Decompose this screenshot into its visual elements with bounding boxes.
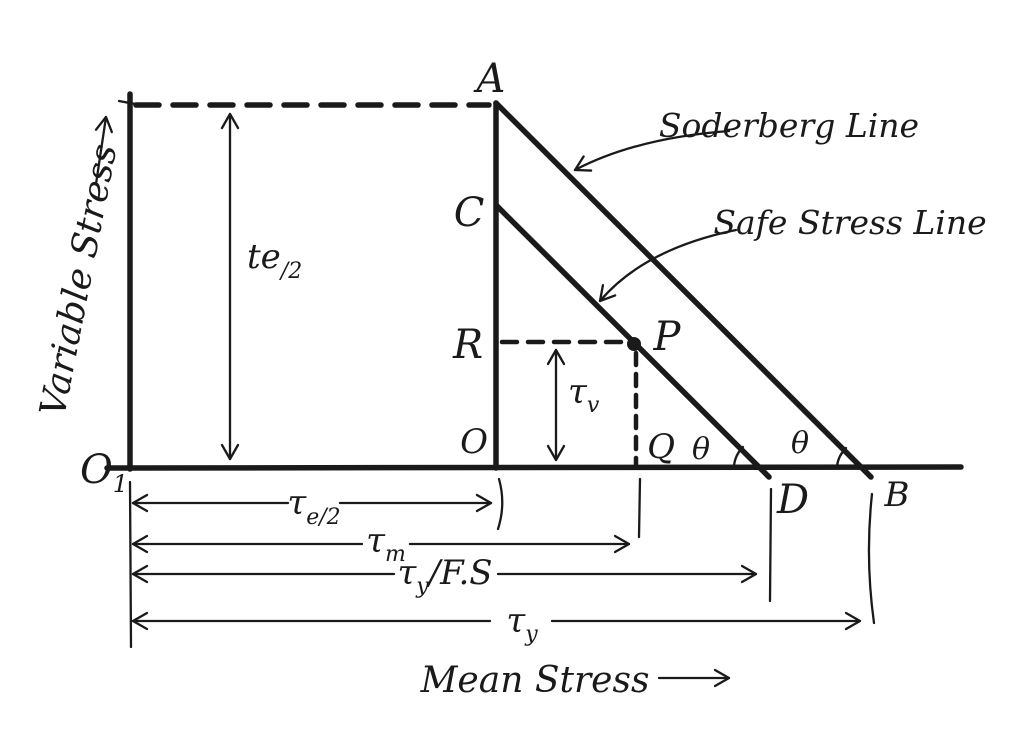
- safe-stress-label-arrow: [598, 228, 738, 303]
- angle-arcs: [732, 445, 848, 468]
- extension-lines: [128, 477, 876, 649]
- axes: [104, 91, 964, 472]
- theta-arc-at-D: [732, 445, 745, 468]
- annotation-arrows: [94, 115, 738, 688]
- dim-label-tau-m: τm: [366, 521, 406, 567]
- point-label-Q: Q: [647, 427, 675, 467]
- point-label-O: O: [460, 422, 488, 462]
- dim-label-te-half-vertical: te/2: [247, 237, 302, 284]
- theta-label-at-B: θ: [791, 426, 809, 461]
- extension-line-D: [768, 487, 773, 603]
- point-label-B: B: [884, 475, 910, 515]
- soderberg-line-label: Soderberg Line: [659, 106, 919, 145]
- point-label-P: P: [653, 314, 682, 360]
- labels: Variable Stress Mean Stress Soderberg Li…: [33, 56, 987, 701]
- point-label-origin: O1: [80, 447, 128, 498]
- soderberg-line: [493, 100, 874, 480]
- point-label-C: C: [454, 190, 485, 236]
- point-label-D: D: [776, 477, 809, 523]
- dim-label-tau-y-over-fs: τy/F.S: [397, 553, 492, 599]
- point-P-dot: [627, 337, 641, 351]
- dim-label-tau-e-half: τe/2: [287, 483, 340, 530]
- y-axis-direction-arrow: [94, 115, 113, 186]
- dimension-arrows: [131, 112, 862, 631]
- x-axis: [104, 464, 964, 471]
- point-label-A: A: [473, 56, 506, 102]
- extension-line-origin: [128, 480, 133, 649]
- soderberg-label-arrow: [573, 129, 731, 172]
- extension-tick-Q: [637, 477, 642, 539]
- extension-tick-O: [496, 477, 504, 531]
- dim-label-tau-y: τy: [506, 601, 538, 647]
- point-label-R: R: [452, 322, 483, 368]
- theta-arc-at-B: [835, 446, 848, 468]
- x-axis-label: Mean Stress: [420, 660, 650, 701]
- safe-stress-line-label: Safe Stress Line: [713, 203, 986, 242]
- extension-line-B: [867, 492, 876, 625]
- dim-label-tau-v: τv: [568, 372, 600, 418]
- theta-label-at-D: θ: [692, 432, 710, 467]
- main-lines: [133, 100, 874, 480]
- y-axis-label: Variable Stress: [33, 141, 126, 420]
